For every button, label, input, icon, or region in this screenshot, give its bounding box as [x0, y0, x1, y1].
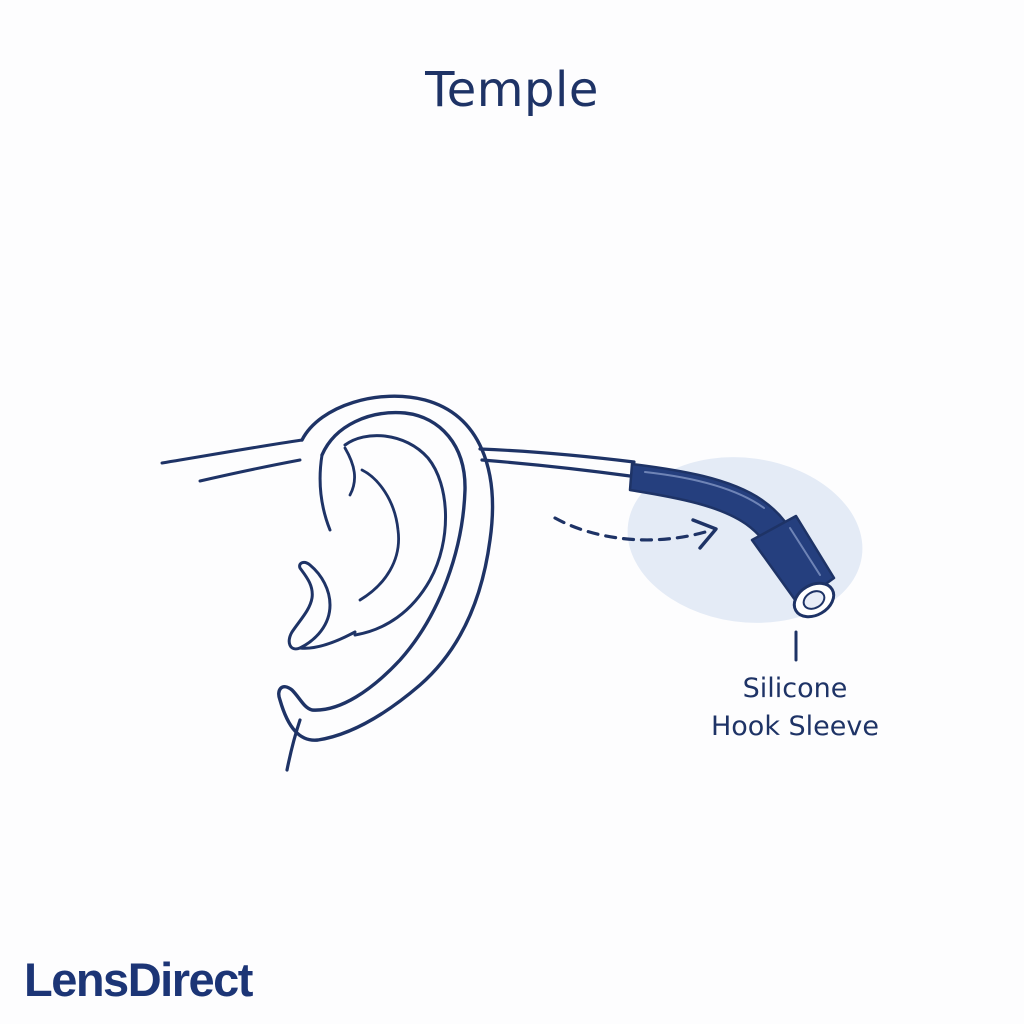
ear-antihelix — [318, 434, 447, 637]
sleeve-callout-label: Silicone Hook Sleeve — [660, 670, 930, 746]
silicone-sleeve-cap — [750, 514, 836, 606]
ear-fold — [343, 446, 400, 602]
sleeve-shine — [644, 471, 765, 509]
head-contour-upper — [160, 438, 304, 465]
arrow-head-icon — [691, 518, 718, 550]
head-contour-lower — [198, 458, 302, 483]
temple-arm-lower-edge — [480, 458, 632, 478]
ear-concha — [287, 560, 332, 651]
direction-arrow-dashed — [553, 516, 714, 542]
ear-helix — [277, 394, 495, 742]
brand-logo: LensDirect — [24, 953, 253, 1006]
ear-tragus — [298, 630, 357, 650]
callout-line-1: Silicone — [742, 673, 848, 704]
sleeve-opening-inner — [802, 590, 826, 610]
callout-line-2: Hook Sleeve — [710, 711, 879, 742]
diagram-title: Temple — [425, 62, 599, 118]
temple-arm — [478, 447, 636, 464]
ear-lobe-tail — [285, 718, 302, 772]
cap-shine — [789, 527, 821, 576]
